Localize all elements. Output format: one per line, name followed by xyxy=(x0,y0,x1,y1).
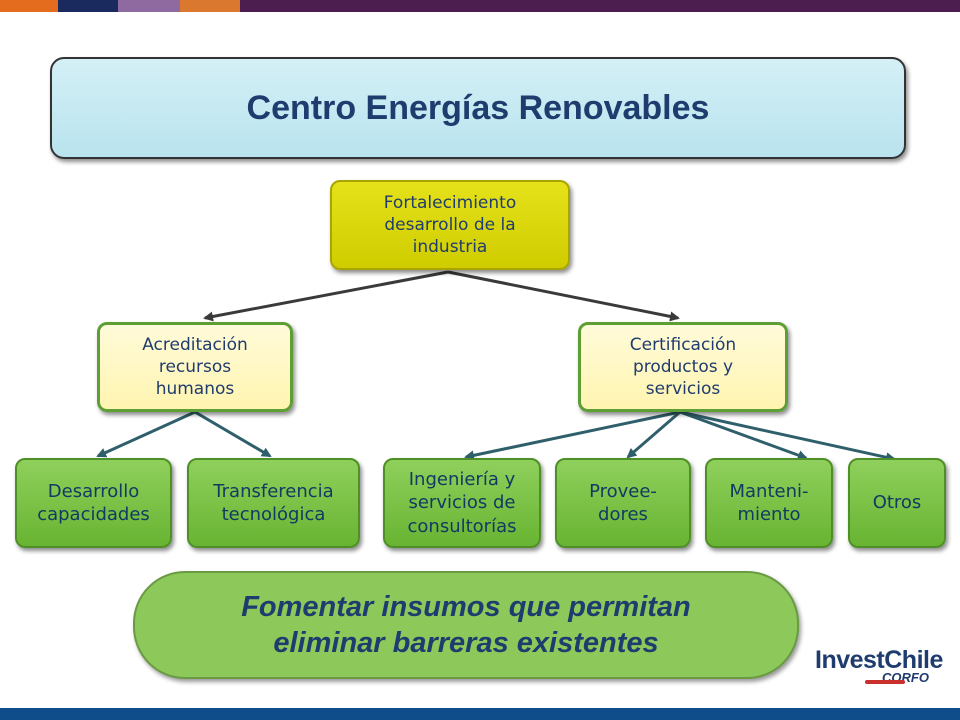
top-decorative-bar xyxy=(0,0,960,12)
logo-swoosh-icon xyxy=(865,680,905,684)
diagram-title: Centro Energías Renovables xyxy=(246,88,710,127)
leaf-node-mantenimiento: Manteni- miento xyxy=(705,458,833,548)
logo-wordmark: InvestChile xyxy=(815,646,943,674)
leaf-node-ingenieria: Ingeniería y servicios de consultorías xyxy=(383,458,541,548)
leaf-node-desarrollo-capacidades: Desarrollo capacidades xyxy=(15,458,172,548)
bottom-decorative-bar xyxy=(0,708,960,720)
root-node: Fortalecimiento desarrollo de la industr… xyxy=(330,180,570,270)
goal-line-2: eliminar barreras existentes xyxy=(273,627,659,659)
goal-line-1: Fomentar insumos que permitan xyxy=(241,590,691,623)
top-bar-segment-lavender xyxy=(118,0,180,12)
arrow-root-to-right xyxy=(447,270,680,322)
top-bar-segment-amber xyxy=(180,0,240,12)
goal-statement: Fomentar insumos que permitan eliminar b… xyxy=(133,571,799,679)
arrow-right-to-r3 xyxy=(679,410,808,460)
arrow-left-to-l1 xyxy=(96,410,196,458)
branch-node-certificacion: Certificación productos y servicios xyxy=(578,322,788,412)
top-bar-segment-navy xyxy=(58,0,118,12)
arrow-right-to-r4 xyxy=(679,410,896,463)
branch-node-acreditacion: Acreditación recursos humanos xyxy=(97,322,293,412)
title-banner: Centro Energías Renovables xyxy=(50,57,906,159)
arrow-root-to-left xyxy=(203,270,449,322)
leaf-node-transferencia-tecnologica: Transferencia tecnológica xyxy=(187,458,360,548)
arrow-right-to-r2 xyxy=(626,410,681,459)
top-bar-segment-orange xyxy=(0,0,58,12)
leaf-node-otros: Otros xyxy=(848,458,946,548)
arrow-left-to-l2 xyxy=(194,410,272,458)
leaf-node-proveedores: Provee- dores xyxy=(555,458,691,548)
investchile-logo: InvestChile CORFO xyxy=(815,646,943,691)
arrow-right-to-r1 xyxy=(464,410,681,461)
